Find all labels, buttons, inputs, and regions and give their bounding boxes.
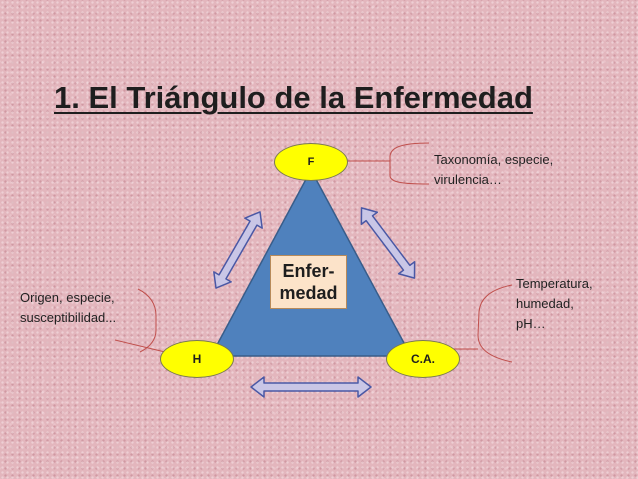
arrow-f-ca (360, 207, 416, 279)
bracket-h (114, 288, 166, 353)
note-h: Origen, especie, susceptibilidad... (20, 288, 116, 328)
node-h: H (160, 340, 234, 378)
note-f: Taxonomía, especie, virulencia… (434, 150, 553, 190)
center-box-disease: Enfer- medad (270, 255, 347, 309)
node-ca-label: C.A. (411, 352, 435, 366)
node-f: F (274, 143, 348, 181)
node-h-label: H (192, 352, 202, 366)
note-ca-line: pH… (516, 316, 546, 331)
note-h-line: susceptibilidad... (20, 310, 117, 325)
note-h-line: Origen, especie, (20, 290, 115, 305)
note-ca: Temperatura, humedad, pH… (516, 274, 593, 334)
note-f-line: virulencia… (434, 172, 502, 187)
node-f-label: F (307, 156, 315, 168)
bracket-f (348, 142, 430, 185)
note-ca-line: humedad, (516, 296, 574, 311)
center-label-line-1: Enfer- (282, 261, 335, 281)
note-ca-line: Temperatura, (516, 276, 593, 291)
note-f-line: Taxonomía, especie, (434, 152, 554, 167)
page-title: 1. El Triángulo de la Enfermedad (54, 80, 533, 115)
center-label-line-2: medad (279, 283, 338, 303)
arrow-f-h (213, 211, 263, 289)
arrow-h-ca (250, 376, 372, 398)
node-ca: C.A. (386, 340, 460, 378)
